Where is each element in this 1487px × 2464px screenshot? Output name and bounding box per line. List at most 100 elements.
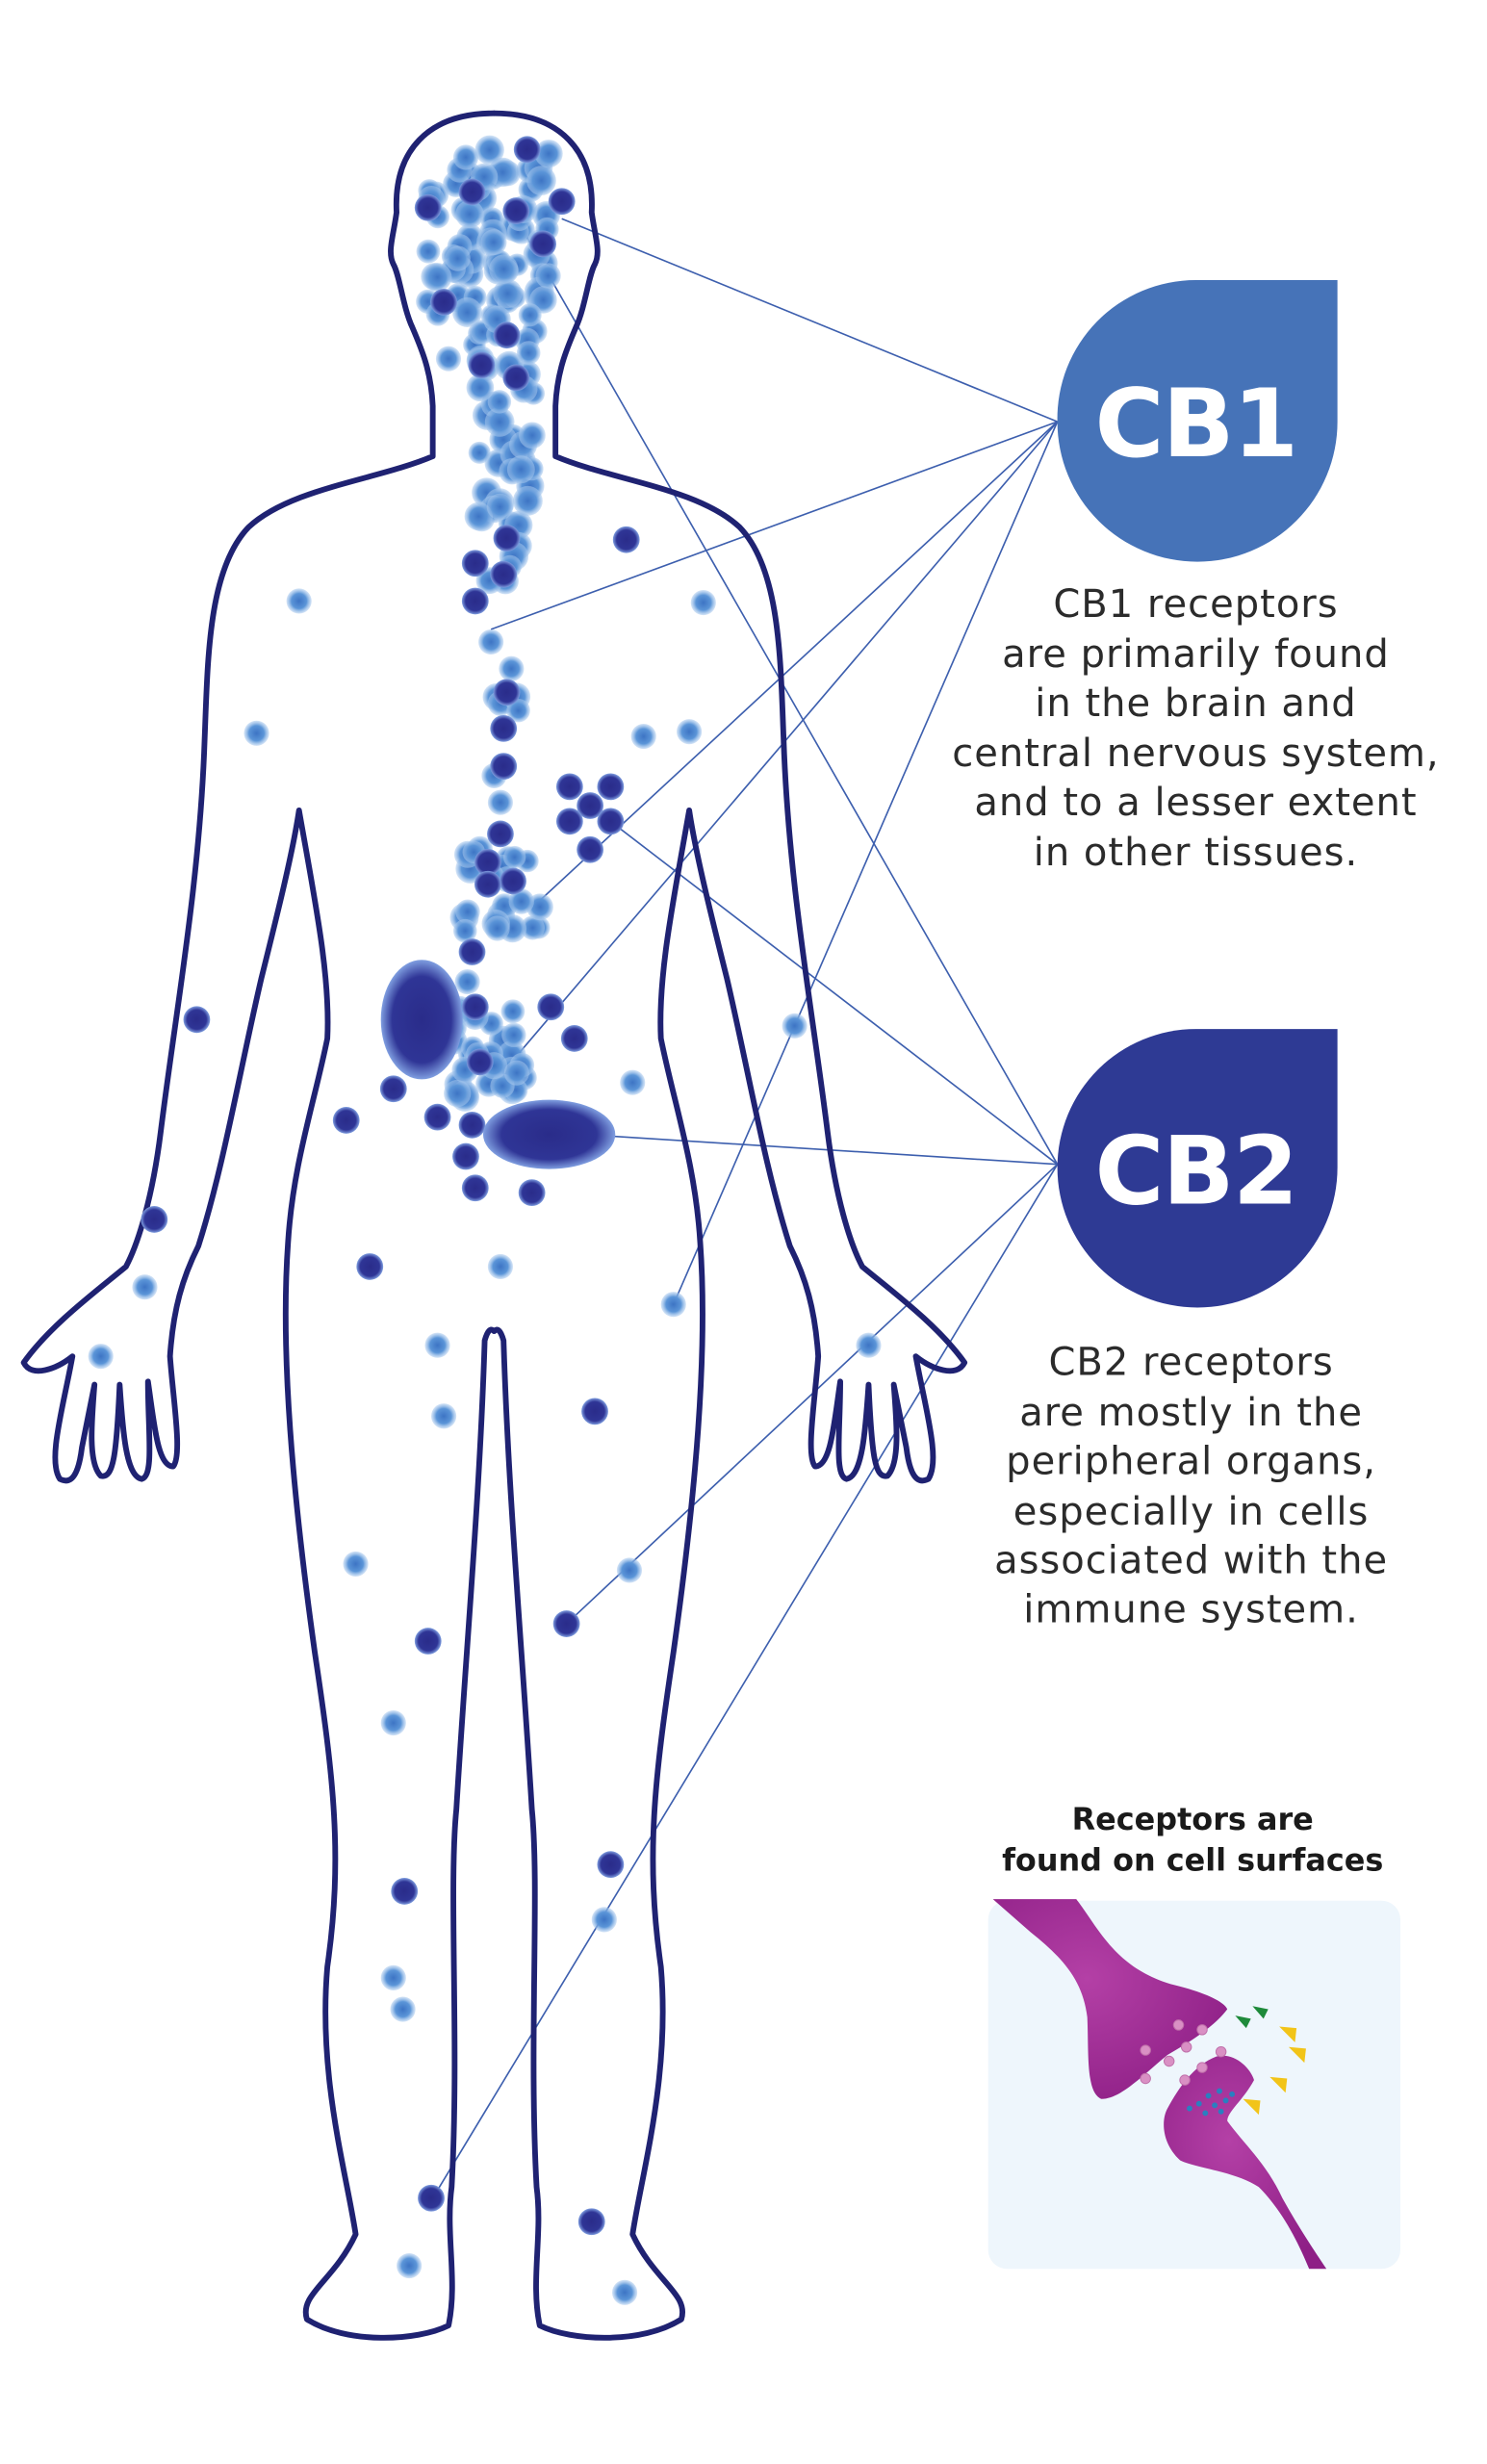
cb1-receptor-dot	[484, 407, 515, 437]
cb1-badge: CB1	[1057, 279, 1338, 562]
cb2-receptor-dot	[490, 560, 518, 588]
cb2-receptor-dot	[461, 587, 489, 615]
vesicle	[1163, 2055, 1175, 2067]
cb2-drop-shape	[1057, 1029, 1338, 1308]
cb2-receptor-dot	[461, 550, 489, 578]
cb1-receptor-dot	[660, 1292, 686, 1318]
cb2-receptor-dot	[552, 1610, 580, 1637]
cb2-receptor-dot	[466, 1048, 494, 1076]
organ-marker-intestine	[482, 1099, 616, 1169]
cb1-description: CB1 receptors are primarily found in the…	[952, 582, 1438, 875]
cb1-receptor-dot	[503, 1060, 529, 1086]
cb1-receptor-dot	[484, 915, 510, 941]
cb2-description-line: especially in cells	[1013, 1490, 1370, 1534]
cb2-connector-line	[431, 1164, 1059, 2199]
cb1-receptor-dot	[512, 485, 543, 516]
receptor-site	[1217, 2088, 1222, 2094]
cb1-receptor-dot	[286, 588, 312, 614]
cb1-receptor-dot	[424, 1332, 450, 1358]
cb1-receptor-dot	[856, 1332, 882, 1358]
cb2-connector-line	[609, 820, 1059, 1166]
cb1-receptor-dot	[519, 422, 546, 449]
cb1-receptor-dot	[380, 1964, 406, 1990]
cb2-receptor-dot	[493, 321, 521, 349]
receptor-site	[1202, 2110, 1209, 2117]
vesicle	[1196, 2062, 1208, 2073]
cb2-receptor-dot	[418, 2184, 445, 2212]
cb2-receptor-dot	[555, 773, 583, 801]
cb2-receptor-dot	[332, 1107, 360, 1134]
cb2-receptor-dot	[141, 1206, 168, 1233]
cb1-receptor-dot	[518, 303, 542, 327]
cannabinoid-molecule	[1252, 2006, 1269, 2019]
vesicle	[1215, 2045, 1227, 2058]
cb1-receptor-dot	[616, 1557, 643, 1583]
vesicle	[1196, 2024, 1208, 2036]
receptor-site	[1222, 2097, 1229, 2104]
cb1-receptor-dot	[534, 140, 563, 168]
cb1-receptor-dot	[468, 441, 491, 464]
cb1-receptor-dot	[464, 501, 494, 531]
cb1-receptor-dot	[435, 346, 462, 372]
cb2-receptor-dot	[560, 1025, 588, 1052]
cb1-connector-line	[531, 421, 1059, 909]
receptor-site	[1195, 2100, 1202, 2107]
cb2-description-line: peripheral organs,	[1006, 1440, 1376, 1484]
cb1-receptor-dot	[416, 239, 441, 264]
cb2-receptor-dot	[452, 1142, 479, 1170]
cb1-receptor-dot	[452, 918, 477, 943]
receptor-site	[1218, 2108, 1224, 2115]
cb2-description: CB2 receptors are mostly in the peripher…	[994, 1341, 1388, 1632]
cb1-receptor-dot	[501, 1022, 526, 1048]
cb2-receptor-dot	[529, 230, 556, 258]
cb2-receptor-dot	[493, 525, 521, 552]
synapse-illustration	[987, 1899, 1401, 2270]
vesicle	[1140, 2044, 1151, 2056]
cb2-receptor-dot	[597, 808, 625, 835]
cb2-connector-line	[513, 215, 1059, 1166]
cb1-connector-line	[561, 218, 1058, 423]
cb1-receptor-dot	[455, 899, 480, 925]
cb1-receptor-dot	[611, 2279, 638, 2305]
cb2-receptor-dot	[487, 820, 514, 848]
inset-heading-line: found on cell surfaces	[1002, 1842, 1383, 1879]
cb1-receptor-dot	[487, 789, 514, 815]
vesicle	[1172, 2019, 1185, 2031]
cb1-receptor-dot	[487, 1253, 514, 1280]
cb2-receptor-dot	[518, 1179, 546, 1207]
cb1-receptor-dot	[506, 698, 530, 723]
cb2-description-line: are mostly in the	[1019, 1391, 1363, 1435]
cb1-receptor-dot	[526, 166, 556, 195]
receptor-site	[1212, 2102, 1218, 2109]
cb1-receptor-dot	[500, 999, 526, 1024]
cb1-drop-shape	[1057, 279, 1338, 562]
cb2-receptor-dot	[379, 1075, 407, 1103]
cb1-receptor-dot	[431, 1403, 457, 1429]
cb2-receptor-dot	[500, 867, 526, 895]
cb2-description-line: associated with the	[994, 1539, 1388, 1583]
endocannabinoid-molecule	[1243, 2098, 1261, 2116]
cb1-receptor-dot	[487, 390, 512, 414]
postsynaptic-neuron	[1164, 2055, 1327, 2270]
cb2-receptor-dot	[502, 197, 530, 224]
cb1-receptor-dot	[343, 1551, 369, 1578]
cb1-description-line: are primarily found	[1002, 632, 1390, 677]
cb1-receptor-dot	[454, 968, 480, 995]
endocannabinoid-molecule	[1279, 2026, 1297, 2042]
cb1-receptor-dot	[489, 254, 519, 284]
receptor-dots	[88, 135, 882, 2305]
cb2-receptor-dot	[183, 1006, 211, 1034]
cb2-receptor-dot	[513, 136, 541, 164]
cb1-receptor-dot	[451, 296, 483, 327]
cb2-receptor-dot	[423, 1103, 451, 1131]
cb1-receptor-dot	[445, 245, 471, 271]
vesicle	[1140, 2072, 1151, 2085]
cb1-receptor-dot	[591, 1907, 617, 1933]
receptor-site	[1187, 2105, 1192, 2112]
cb2-receptor-dot	[474, 870, 501, 898]
neurotransmitters	[1140, 2006, 1306, 2117]
cb1-receptor-dot	[466, 373, 495, 402]
presynaptic-neuron	[992, 1899, 1228, 2099]
cb2-receptor-dot	[502, 364, 530, 392]
